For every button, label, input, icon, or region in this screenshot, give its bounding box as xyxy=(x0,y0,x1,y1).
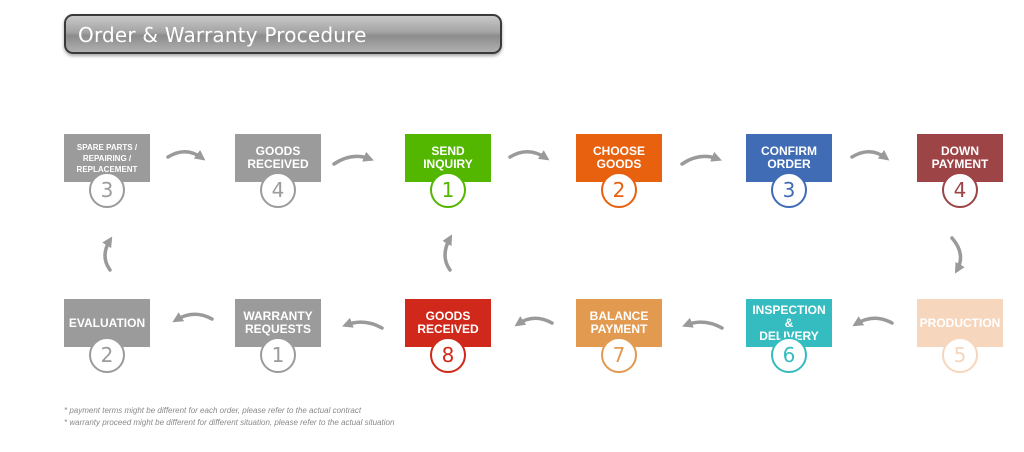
page-title: Order & Warranty Procedure xyxy=(78,23,367,47)
arrow-goods-to-sendinquiry xyxy=(442,234,453,272)
title-bar: Order & Warranty Procedure xyxy=(64,14,502,54)
step-number: 1 xyxy=(260,337,296,373)
step-inspection-delivery: INSPECTION & DELIVERY 6 xyxy=(746,299,832,373)
step-warranty-requests: WARRANTY REQUESTS 1 xyxy=(235,299,321,373)
footnote-payment: * payment terms might be different for e… xyxy=(64,406,362,415)
arrow-w4-to-send xyxy=(332,151,374,166)
arrow-evaluation-to-spareparts xyxy=(102,236,113,272)
arrow-send-to-choose xyxy=(508,150,550,161)
footnotes: * payment terms might be different for e… xyxy=(64,405,394,429)
step-goods-received-order: GOODS RECEIVED 8 xyxy=(405,299,491,373)
step-number: 8 xyxy=(430,337,466,373)
step-number: 3 xyxy=(89,172,125,208)
arrow-balance-to-goods xyxy=(514,316,554,327)
step-choose-goods: CHOOSE GOODS 2 xyxy=(576,134,662,208)
step-number: 3 xyxy=(771,172,807,208)
footnote-warranty: * warranty proceed might be different fo… xyxy=(64,418,395,427)
step-number: 6 xyxy=(771,337,807,373)
arrow-w3-to-w4 xyxy=(166,150,206,161)
step-number: 7 xyxy=(601,337,637,373)
step-confirm-order: CONFIRM ORDER 3 xyxy=(746,134,832,208)
arrow-inspection-to-balance xyxy=(682,317,724,330)
step-label: SPARE PARTS / REPAIRING / REPLACEMENT xyxy=(64,134,150,182)
step-number: 4 xyxy=(260,172,296,208)
arrow-production-to-inspection xyxy=(852,316,894,327)
arrow-confirm-to-down xyxy=(850,150,890,161)
step-balance-payment: BALANCE PAYMENT 7 xyxy=(576,299,662,373)
step-production: PRODUCTION 5 xyxy=(917,299,1003,373)
step-spare-parts: SPARE PARTS / REPAIRING / REPLACEMENT 3 xyxy=(64,134,150,208)
arrow-down-to-production xyxy=(950,236,965,274)
step-number: 2 xyxy=(89,337,125,373)
step-goods-received-warranty: GOODS RECEIVED 4 xyxy=(235,134,321,208)
step-label: WARRANTY REQUESTS xyxy=(235,299,321,347)
step-number: 5 xyxy=(942,337,978,373)
step-send-inquiry: SEND INQUIRY 1 xyxy=(405,134,491,208)
step-number: 2 xyxy=(601,172,637,208)
step-number: 1 xyxy=(430,172,466,208)
arrow-choose-to-confirm xyxy=(680,151,722,166)
step-evaluation: EVALUATION 2 xyxy=(64,299,150,373)
step-down-payment: DOWN PAYMENT 4 xyxy=(917,134,1003,208)
step-number: 4 xyxy=(942,172,978,208)
arrow-goods-to-warranty xyxy=(342,317,384,330)
arrow-warranty-to-evaluation xyxy=(172,312,214,323)
